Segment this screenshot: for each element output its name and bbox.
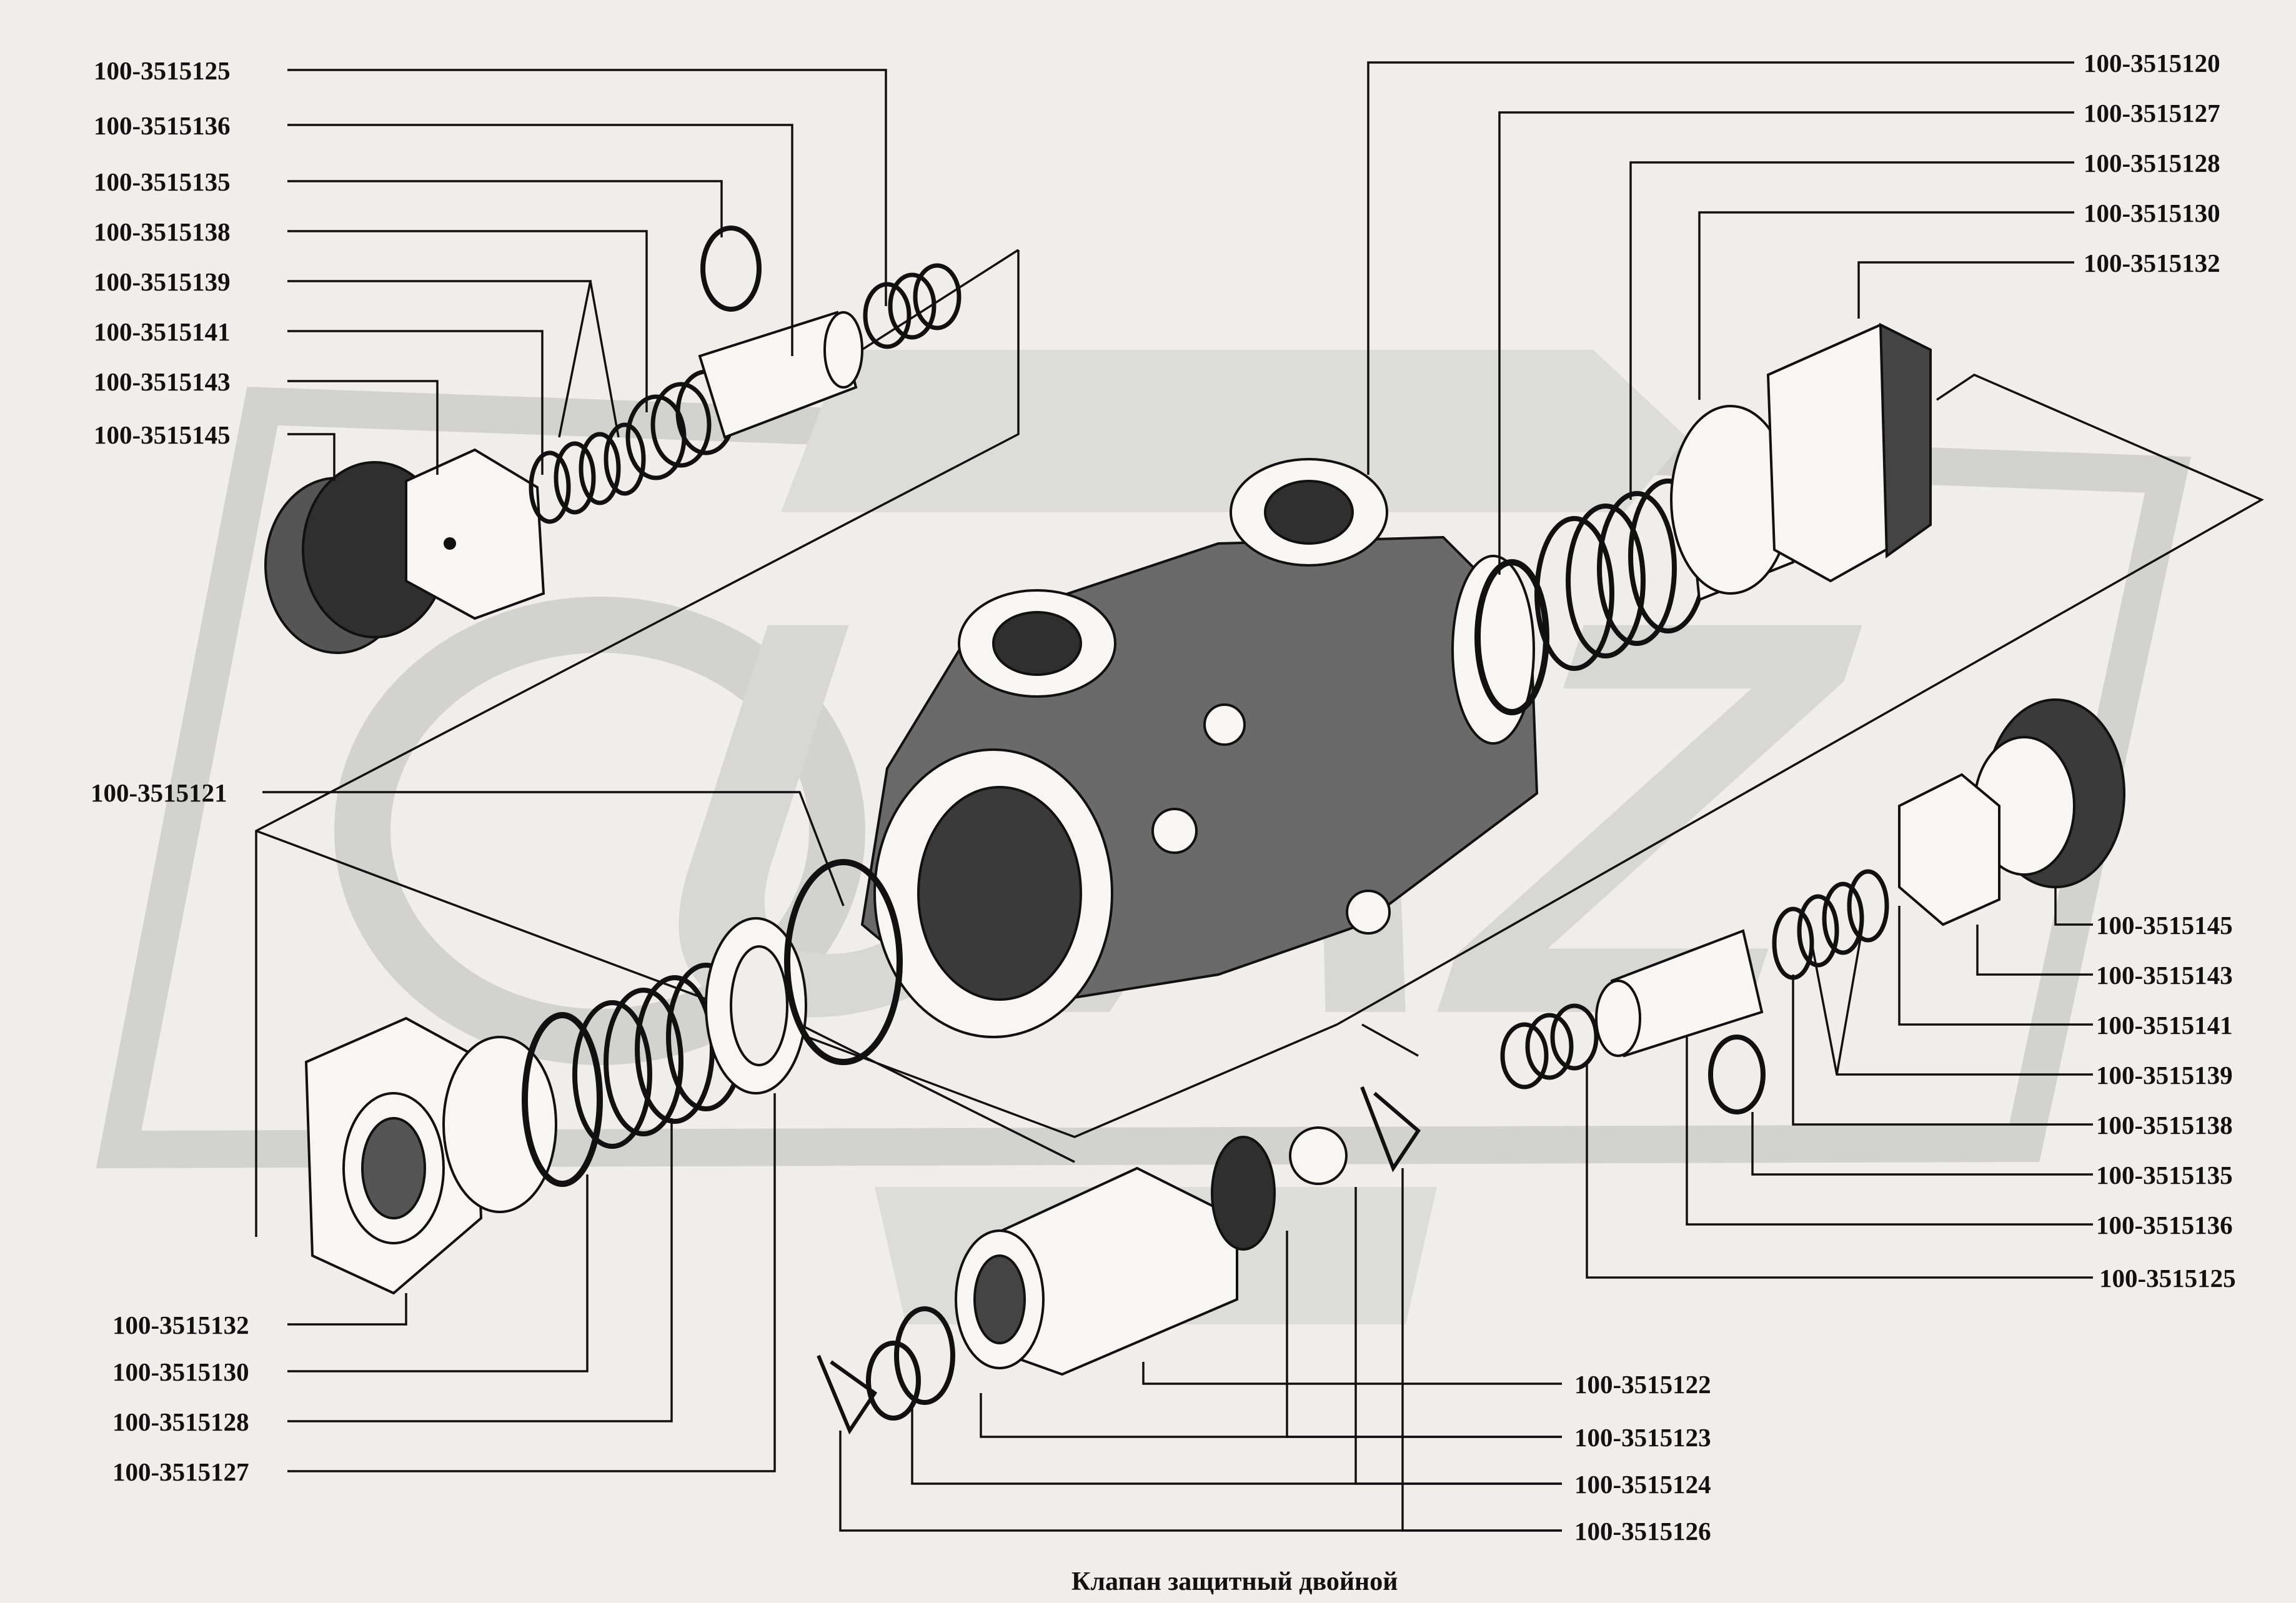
callout-label: 100-3515121 <box>91 778 227 807</box>
callout-label: 100-3515145 <box>94 420 231 449</box>
callout-label: 100-3515132 <box>2084 249 2220 277</box>
callouts-left-top: 100-3515125 100-3515136 100-3515135 100-… <box>94 56 231 449</box>
knob-cap-lower-right <box>1973 698 2125 888</box>
callouts-bottom-center: 100-3515122 100-3515123 100-3515124 100-… <box>1574 1370 1711 1546</box>
diagram-caption: Клапан защитный двойной <box>1071 1567 1398 1596</box>
callout-label: 100-3515127 <box>2084 99 2220 127</box>
o-ring-upper <box>700 226 762 312</box>
valve-stem-lower-right <box>1595 929 1764 1058</box>
callout-label: 100-3515139 <box>94 267 231 296</box>
callout-label: 100-3515138 <box>94 217 231 246</box>
callout-label: 100-3515139 <box>2096 1061 2233 1089</box>
assembly-frame-lines <box>255 249 2264 1237</box>
spring-lower-right-end <box>1500 1003 1599 1089</box>
callout-label: 100-3515138 <box>2096 1111 2233 1139</box>
callout-label: 100-3515130 <box>112 1357 249 1386</box>
watermark-logo <box>96 350 2191 1324</box>
o-ring-lower-right <box>1708 1035 1766 1114</box>
plug-right <box>1670 322 1932 602</box>
leader-lines-left-top <box>287 69 887 481</box>
sleeve-bottom <box>955 1166 1238 1376</box>
washer-left <box>705 917 807 1094</box>
callouts-left-bottom: 100-3515132 100-3515130 100-3515128 100-… <box>112 1311 249 1486</box>
callout-label: 100-3515141 <box>2096 1011 2233 1040</box>
o-ring-left-large <box>784 859 903 1065</box>
nut-upper <box>405 448 545 620</box>
callout-label: 100-3515136 <box>94 111 231 140</box>
callout-label: 100-3515125 <box>94 56 231 85</box>
callout-label: 100-3515130 <box>2084 199 2220 227</box>
knob-cap-upper <box>264 461 448 654</box>
callout-label: 100-3515127 <box>112 1457 249 1486</box>
callout-label: 100-3515125 <box>2099 1264 2236 1293</box>
callouts-right-mid: 100-3515145 100-3515143 100-3515141 100-… <box>2096 911 2236 1293</box>
callout-label: 100-3515141 <box>94 317 231 346</box>
callout-label: 100-3515124 <box>1574 1470 1711 1499</box>
callout-label: 100-3515143 <box>2096 961 2233 990</box>
callout-label: 100-3515143 <box>94 367 231 396</box>
retainer-rings-bottom <box>866 1306 955 1421</box>
callout-label: 100-3515122 <box>1574 1370 1711 1399</box>
spring-right-large <box>1534 479 1708 671</box>
leader-lines-bottom-center <box>839 1168 1562 1532</box>
leader-lines-right-mid <box>1586 887 2093 1279</box>
callout-label: 100-3515145 <box>2096 911 2233 940</box>
spring-upper-end <box>863 263 962 349</box>
seat-washer-bottom <box>1211 1126 1348 1251</box>
spring-upper-small <box>529 422 646 524</box>
plug-left <box>304 1016 557 1295</box>
leader-lines-right-top <box>1367 61 2074 575</box>
callout-label: 100-3515135 <box>2096 1161 2233 1189</box>
nut-lower-right <box>1898 773 2000 926</box>
callouts-right-top: 100-3515120 100-3515127 100-3515128 100-… <box>2084 49 2220 277</box>
valve-body <box>860 458 1539 1038</box>
spring-clip-bottom <box>817 1086 1421 1435</box>
leader-lines-left-mid <box>262 791 845 906</box>
spring-lower-right <box>1772 869 1889 980</box>
callout-label: 100-3515128 <box>112 1407 249 1436</box>
gasket-left <box>522 1012 603 1187</box>
callout-label: 100-3515123 <box>1574 1423 1711 1452</box>
callout-label: 100-3515126 <box>1574 1517 1711 1546</box>
callout-label: 100-3515132 <box>112 1311 249 1339</box>
callout-label: 100-3515128 <box>2084 149 2220 177</box>
callout-label: 100-3515136 <box>2096 1211 2233 1239</box>
callout-label: 100-3515135 <box>94 167 231 196</box>
callout-label: 100-3515120 <box>2084 49 2220 77</box>
leader-lines-left-bottom <box>287 1093 776 1472</box>
